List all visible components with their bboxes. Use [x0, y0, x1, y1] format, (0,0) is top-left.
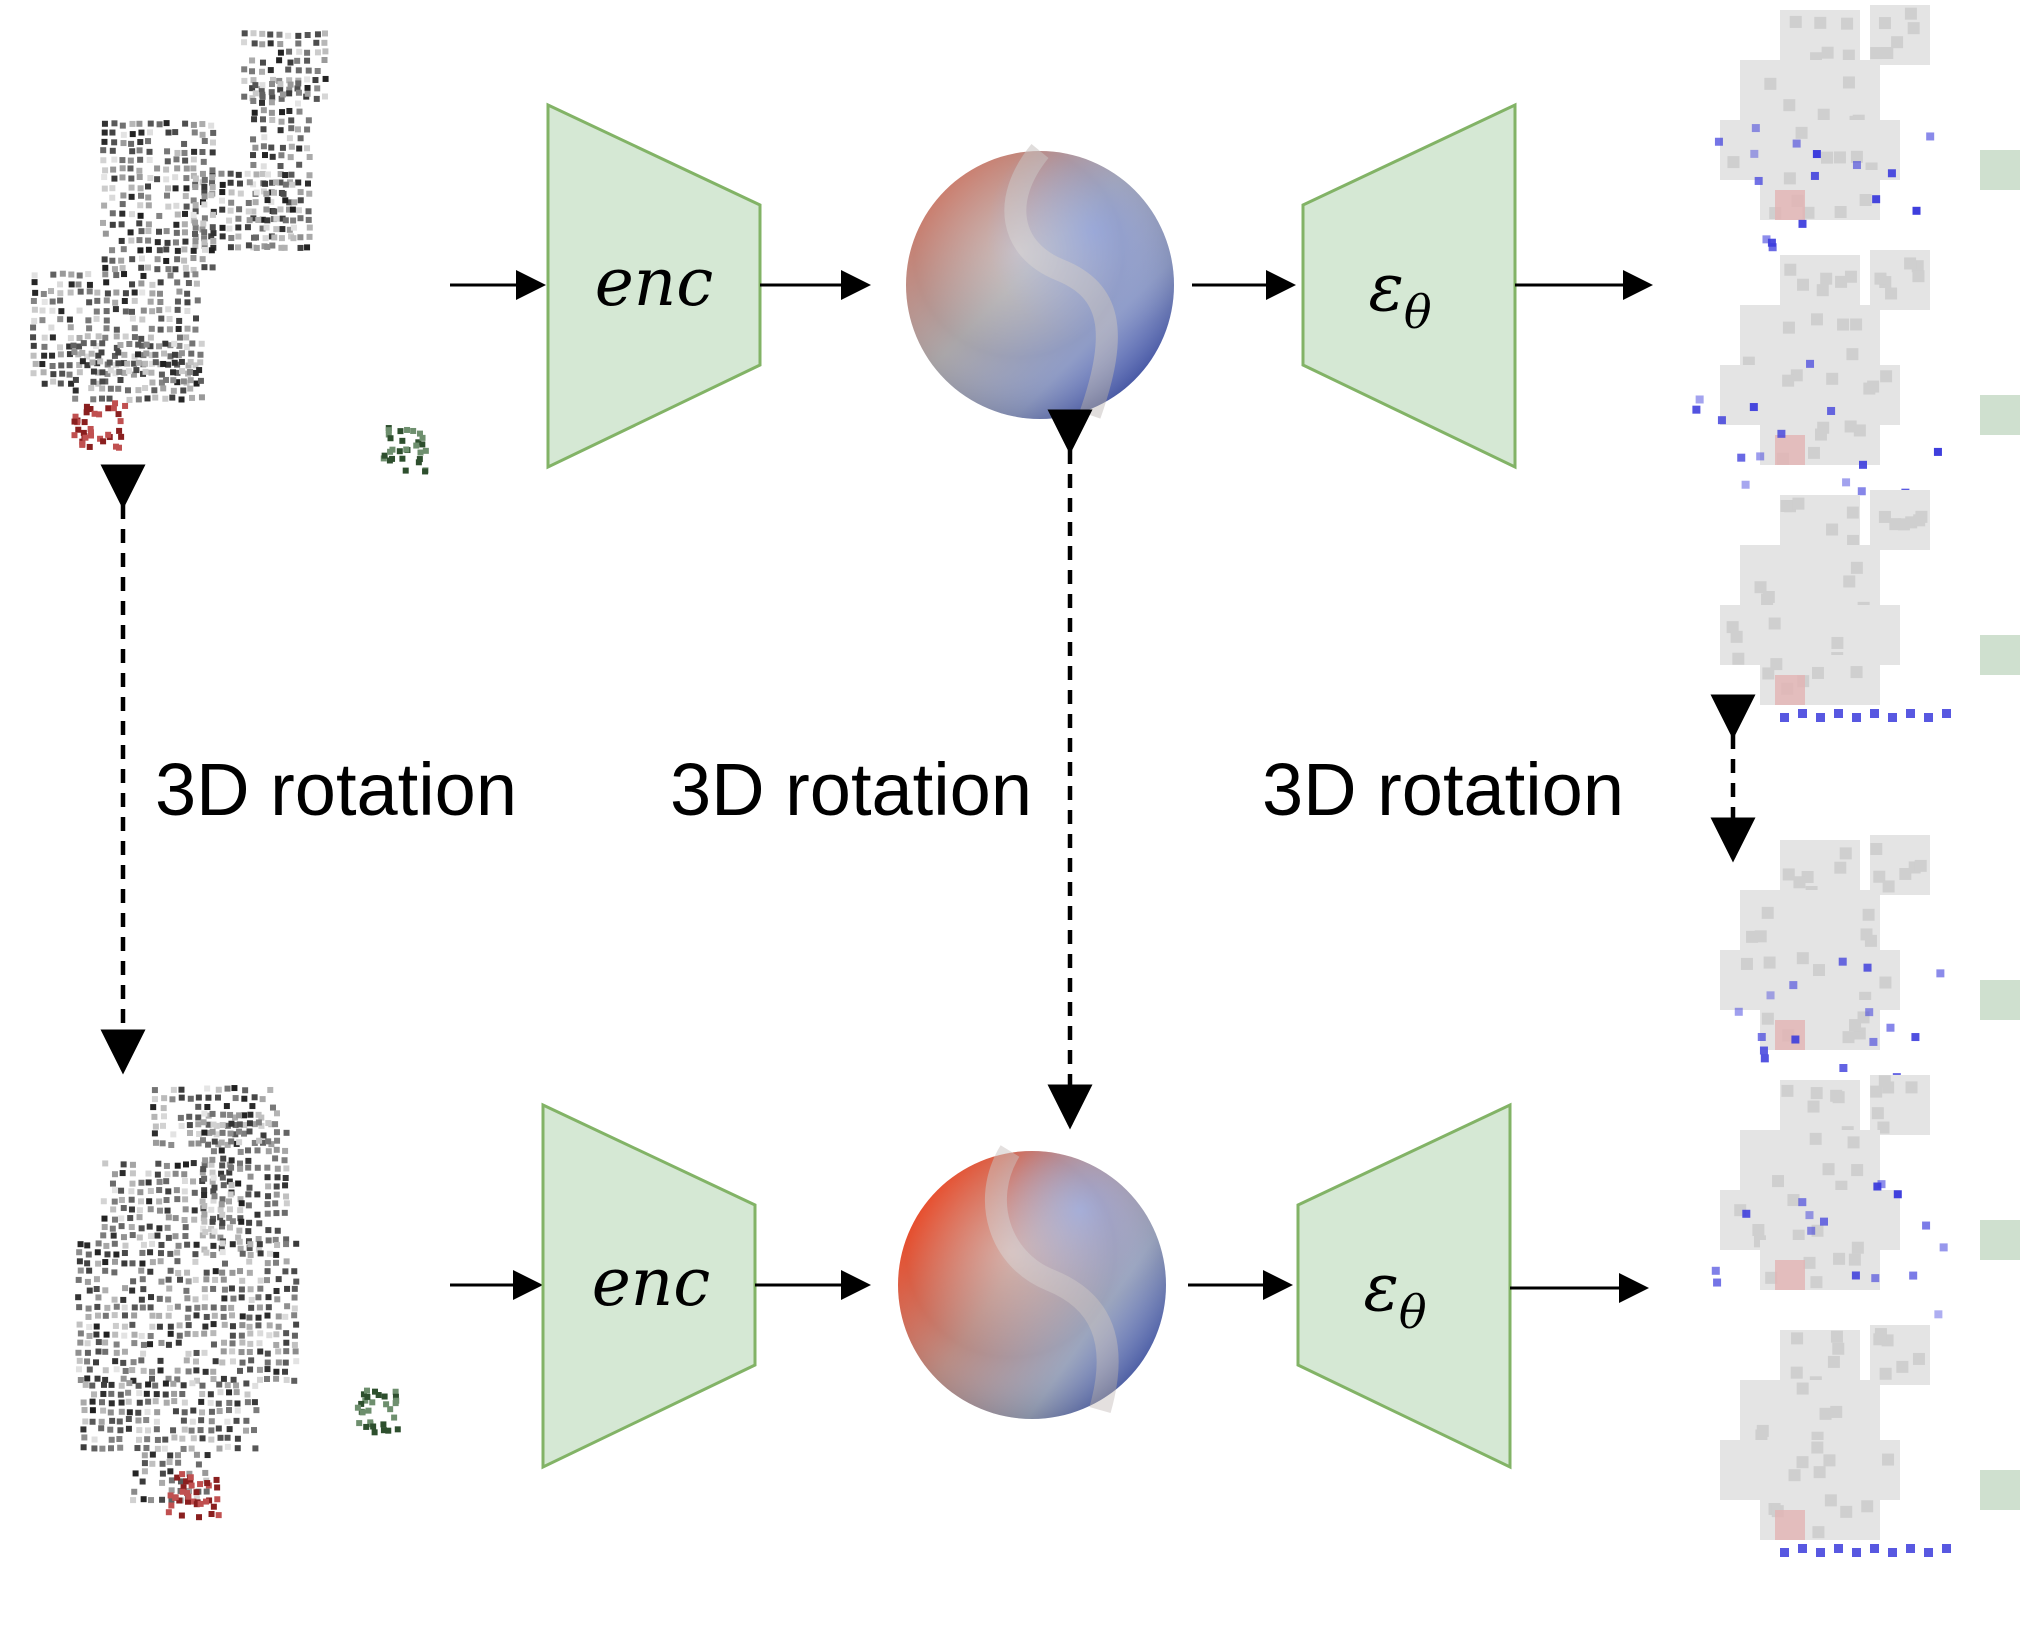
output-sample [1711, 1075, 2020, 1319]
rotation-label-right: 3D rotation [1262, 748, 1624, 831]
encoder-block-bottom: enc [541, 1102, 757, 1470]
input-point-cloud-bottom [75, 1085, 401, 1521]
rotation-label-left: 3D rotation [155, 748, 517, 831]
denoiser-label-top: εθ [1368, 249, 1431, 339]
denoiser-block-bottom: εθ [1296, 1102, 1512, 1470]
output-samples [1692, 5, 2020, 1557]
latent-sphere-top [906, 144, 1174, 419]
output-sample [1720, 1325, 2020, 1557]
input-point-cloud-top [30, 30, 429, 475]
encoder-label-bottom: enc [592, 1244, 711, 1321]
output-sample [1720, 835, 2020, 1082]
output-sample [1720, 490, 2020, 722]
denoiser-block-top: εθ [1301, 102, 1517, 470]
rotation-label-middle: 3D rotation [670, 748, 1032, 831]
output-sample [1692, 250, 2020, 501]
encoder-block-top: enc [546, 102, 762, 470]
output-sample [1714, 5, 2020, 252]
encoder-label-top: enc [595, 244, 714, 321]
latent-sphere-bottom [898, 1145, 1166, 1419]
denoiser-label-bottom: εθ [1363, 1249, 1426, 1339]
